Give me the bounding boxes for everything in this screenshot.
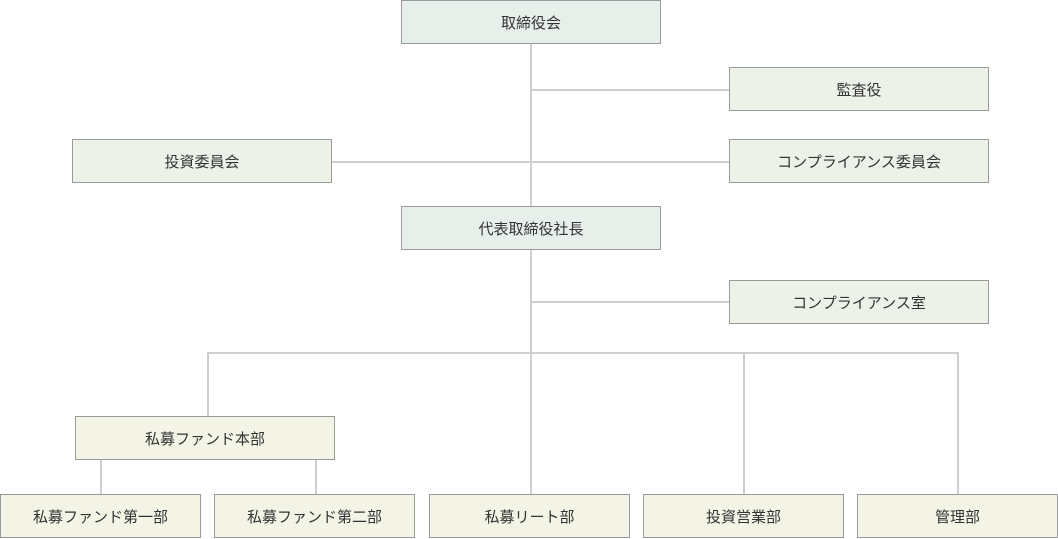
compliance-committee-label: コンプライアンス委員会 <box>777 152 941 171</box>
compliance-office-label: コンプライアンス室 <box>792 293 926 312</box>
president-label: 代表取締役社長 <box>478 219 584 238</box>
connector-to-compliance-office <box>531 301 729 303</box>
connector-to-auditor <box>531 89 729 91</box>
private-fund-dept2-label: 私募ファンド第二部 <box>246 507 382 526</box>
investment-sales-dept-box: 投資営業部 <box>643 494 844 538</box>
administration-dept-label: 管理部 <box>934 507 980 526</box>
president-box: 代表取締役社長 <box>401 206 661 250</box>
board-of-directors-box: 取締役会 <box>401 0 661 44</box>
connector-president-down <box>530 250 532 494</box>
private-reit-dept-label: 私募リート部 <box>484 507 575 526</box>
board-of-directors-label: 取締役会 <box>500 13 561 32</box>
connector-to-investment-sales <box>743 352 745 494</box>
private-fund-dept1-label: 私募ファンド第一部 <box>32 507 168 526</box>
connector-department-bus <box>207 352 959 354</box>
private-fund-hq-box: 私募ファンド本部 <box>75 416 335 460</box>
investment-sales-dept-label: 投資営業部 <box>705 507 781 526</box>
connector-board-to-president <box>530 44 532 206</box>
connector-hq-to-dept1 <box>100 460 102 494</box>
auditor-box: 監査役 <box>729 67 989 111</box>
private-fund-hq-label: 私募ファンド本部 <box>144 429 265 448</box>
connector-committees <box>331 161 729 163</box>
private-fund-dept2-box: 私募ファンド第二部 <box>214 494 415 538</box>
investment-committee-label: 投資委員会 <box>164 152 240 171</box>
connector-to-administration <box>957 352 959 494</box>
compliance-committee-box: コンプライアンス委員会 <box>729 139 989 183</box>
investment-committee-box: 投資委員会 <box>72 139 332 183</box>
compliance-office-box: コンプライアンス室 <box>729 280 989 324</box>
connector-to-private-fund-hq <box>207 352 209 416</box>
connector-hq-to-dept2 <box>315 460 317 494</box>
administration-dept-box: 管理部 <box>857 494 1058 538</box>
private-reit-dept-box: 私募リート部 <box>429 494 630 538</box>
auditor-label: 監査役 <box>836 80 882 99</box>
private-fund-dept1-box: 私募ファンド第一部 <box>0 494 201 538</box>
